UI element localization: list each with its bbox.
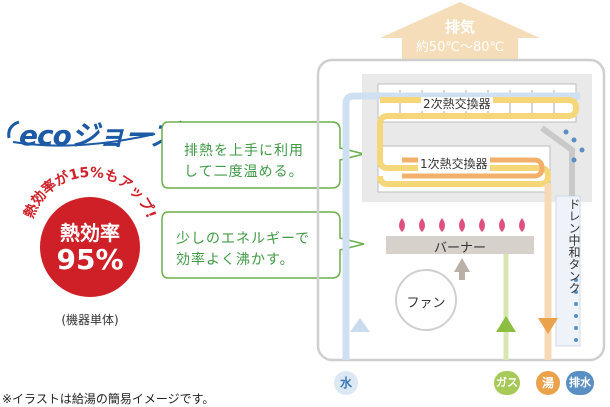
footnote: ※イラストは給湯の簡易イメージです。 [2,392,215,406]
callout-efficient-line1: 少しのエネルギーで [176,231,311,247]
badge-note: (機器単体) [61,313,119,327]
fan-circle [395,269,457,331]
port-water: 水 [334,371,358,395]
heat-coil-yellow [377,97,580,187]
burner-label: バーナー [433,241,486,256]
port-gas: ガス [494,371,520,395]
exhaust-temp: 約50℃～80℃ [415,40,505,55]
secondary-exchanger-label: 2次熱交換器 [421,97,493,111]
callout-reuse-line1: 排熱を上手に利用 [184,143,304,159]
hot-water-arrow [538,318,558,334]
water-pipe [342,92,580,360]
port-drain: 排水 [566,371,594,395]
gas-arrow [496,316,516,332]
badge-title: 熱効率 [60,221,120,245]
badge-value: 95% [56,243,124,276]
efficiency-badge-graphic: 熱効率が15%もアップ! [20,165,158,297]
heater-housing [316,58,606,362]
callout-efficient-line2: 効率よく沸かす。 [176,252,295,268]
heat-coil-orange [402,157,545,179]
badge-circle [40,197,140,297]
port-hot-water: 湯 [536,371,560,395]
burner-bar [386,236,534,254]
eco-jozu-logo-mark [7,120,156,147]
water-arrow [350,318,370,332]
callout-reuse-line2: して二度温める。 [184,164,304,180]
exhaust-arrow [380,2,540,60]
logo-text: ecoジョーズ [19,119,178,152]
drain-tank-label: ドレン中和タンク [567,198,581,294]
drain-tank [555,195,581,347]
fan-arrow [454,258,470,272]
callout-bubbles [161,121,365,279]
exhaust-label: 排気 [444,18,475,36]
water-heater-diagram [316,2,606,362]
primary-exchanger-label: 1次熱交換器 [418,157,490,171]
burner-flames [399,218,525,232]
drain-drips [563,129,585,342]
eco-jozu-logo: ecoジョーズ [5,112,178,152]
fan-label: ファン [406,296,446,311]
